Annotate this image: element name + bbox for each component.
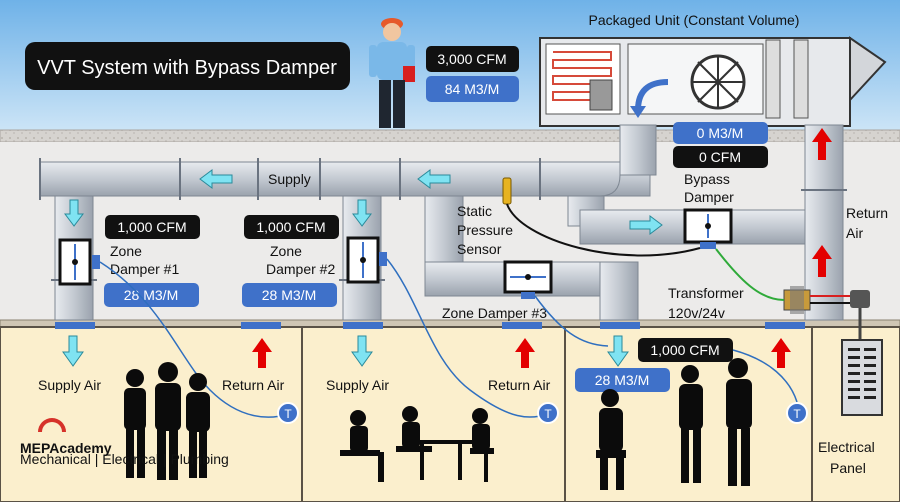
zone-3-damper-label: Zone Damper #3 <box>442 305 547 321</box>
zone-1-return-air-label: Return Air <box>222 377 285 393</box>
packaged-unit <box>539 36 887 127</box>
static-pressure-label-line3: Sensor <box>457 241 502 257</box>
supply-label: Supply <box>268 171 311 187</box>
transformer-label-line1: Transformer <box>668 285 744 301</box>
room-return-arrows <box>252 338 791 368</box>
zone-2-m3m-badge <box>242 283 337 307</box>
zone-3-cfm: 1,000 CFM <box>650 342 719 358</box>
zone-2-m3m: 28 M3/M <box>262 287 316 303</box>
return-air-label-line2: Air <box>846 225 863 241</box>
bypass-label-line1: Bypass <box>684 171 730 187</box>
room-supply-arrows <box>62 335 629 367</box>
zone-3-m3m-badge <box>575 368 670 392</box>
supply-trunk-duct <box>39 124 657 197</box>
sensor-wire <box>506 203 701 257</box>
zone-2-damper-label-line2: Damper #2 <box>266 261 335 277</box>
thermostat-zone-3: T <box>786 402 808 424</box>
people-zone-1 <box>124 362 210 480</box>
zone-2-cfm: 1,000 CFM <box>256 219 325 235</box>
logo-name: MEPAcademy <box>20 440 112 456</box>
logo-tagline: Mechanical | Electrical | Plumbing <box>20 451 229 467</box>
bypass-label-line2: Damper <box>684 189 734 205</box>
zone-damper-1 <box>58 238 100 286</box>
title-banner <box>25 42 350 90</box>
static-pressure-sensor <box>502 177 512 205</box>
zone-damper-2 <box>346 236 387 284</box>
technician-figure <box>369 18 415 128</box>
bypass-cfm: 0 CFM <box>699 149 741 165</box>
zone-1-cfm: 1,000 CFM <box>117 219 186 235</box>
electrical-panel-label-line1: Electrical <box>818 439 875 455</box>
transformer <box>783 286 870 340</box>
zone-2-damper-label-line1: Zone <box>270 243 302 259</box>
bypass-m3m-badge <box>673 122 768 144</box>
svg-text:T: T <box>544 407 552 421</box>
people-zone-2 <box>340 406 494 482</box>
title-text: VVT System with Bypass Damper <box>37 57 337 79</box>
static-pressure-label-line2: Pressure <box>457 222 513 238</box>
thermostat-zone-2: T <box>537 402 559 424</box>
svg-text:T: T <box>793 407 801 421</box>
zone-1-supply-air-label: Supply Air <box>38 377 101 393</box>
zone-2-supply-air-label: Supply Air <box>326 377 389 393</box>
damper-power-wire <box>715 248 785 301</box>
zone-3-cfm-badge <box>638 338 733 362</box>
return-air-arrows <box>812 128 832 277</box>
supply-flow-arrows <box>64 169 663 235</box>
zone-damper-3 <box>503 260 553 299</box>
unit-m3m: 84 M3/M <box>445 81 499 97</box>
bypass-cfm-badge <box>673 146 768 168</box>
mep-academy-logo: MEPAcademy Mechanical | Electrical | Plu… <box>20 418 229 467</box>
electrical-panel <box>841 339 883 416</box>
zone-1-damper-label-line2: Damper #1 <box>110 261 179 277</box>
people-zone-3 <box>596 358 752 490</box>
zone-1-damper-label-line1: Zone <box>110 243 142 259</box>
unit-m3m-badge <box>426 76 519 102</box>
zone-1-cfm-badge <box>105 215 200 239</box>
bypass-damper <box>683 208 733 249</box>
diffusers <box>55 322 805 329</box>
electrical-panel-label-line2: Panel <box>830 460 866 476</box>
return-air-label-line1: Return <box>846 205 888 221</box>
zone-1-m3m: 28 M3/M <box>124 287 178 303</box>
zone-1-m3m-badge <box>104 283 199 307</box>
svg-text:T: T <box>284 407 292 421</box>
zone-2-return-air-label: Return Air <box>488 377 551 393</box>
thermostat-zone-1: T <box>277 402 299 424</box>
zone-3-m3m: 28 M3/M <box>595 372 649 388</box>
unit-cfm: 3,000 CFM <box>437 51 506 67</box>
transformer-label-line2: 120v/24v <box>668 305 725 321</box>
zone-2-cfm-badge <box>244 215 339 239</box>
unit-cfm-badge <box>426 46 519 72</box>
packaged-unit-label: Packaged Unit (Constant Volume) <box>589 12 800 28</box>
static-pressure-label-line1: Static <box>457 203 492 219</box>
bypass-m3m: 0 M3/M <box>697 125 744 141</box>
